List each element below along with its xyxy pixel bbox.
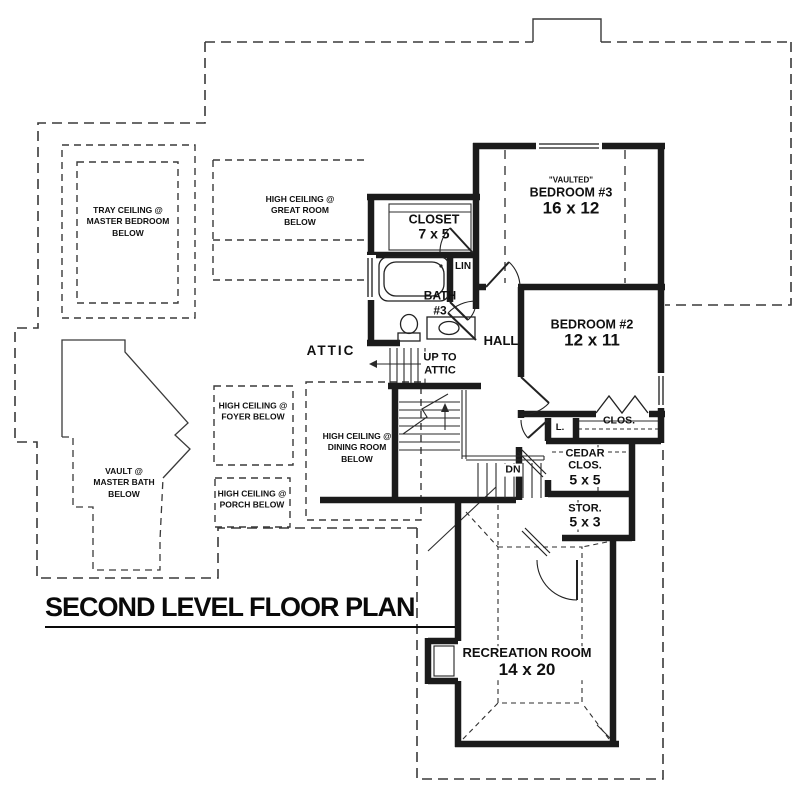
attic-label: ATTIC (306, 342, 356, 358)
dn-label: DN (503, 463, 523, 477)
clos-label: CLOS. (602, 414, 636, 427)
up-to-attic-label: UP TO ATTIC (421, 351, 459, 379)
bedroom2-window (658, 376, 664, 405)
foyer-ceiling-box (213, 385, 294, 466)
closet-shelf (388, 203, 472, 251)
roof-outline (14, 41, 792, 780)
bathtub (378, 256, 450, 302)
recreation-tray-ceiling (462, 511, 610, 740)
closet-door (449, 227, 474, 254)
ceiling-note-boxes (61, 144, 422, 528)
note-dining: HIGH CEILING @ DINING ROOM BELOW (322, 430, 392, 464)
lin-label: LIN (454, 260, 472, 272)
attic-stair-treads (389, 348, 426, 383)
tub-faucet (439, 264, 443, 268)
note-tray-ceiling: TRAY CEILING @ MASTER BEDROOM BELOW (86, 204, 170, 238)
cedar-closet-label: CEDAR CLOS. 5 x 5 (563, 447, 607, 487)
note-master-bath-vault: VAULT @ MASTER BATH BELOW (93, 465, 155, 499)
fixtures (378, 256, 476, 677)
vault-solid-edge (61, 339, 191, 479)
linen2-door (527, 419, 549, 439)
roof-dormer-notch (532, 18, 602, 42)
vault-dashed-edge (62, 436, 164, 571)
clos-bifold-doors (595, 394, 649, 415)
page-title: SECOND LEVEL FLOOR PLAN (45, 592, 416, 622)
bathtub-inner (383, 261, 445, 297)
stairs (369, 348, 545, 498)
bath-window (367, 258, 373, 297)
stor-door (521, 527, 551, 557)
stair-lower-treads (477, 463, 542, 498)
hall-label: HALL (483, 333, 519, 349)
bedroom3-door (485, 261, 510, 288)
dining-ceiling-box (305, 381, 422, 521)
bedroom3-window (539, 143, 599, 149)
bath3-label: BATH #3 (423, 288, 457, 317)
great-room-ceiling-lines (212, 159, 368, 281)
toilet-bowl (399, 313, 419, 335)
closet-label: CLOSET 7 x 5 (408, 212, 460, 242)
recreation-label: RECREATION ROOM 14 x 20 (460, 645, 594, 680)
porch-ceiling-box (214, 477, 291, 528)
toilet-tank (397, 332, 421, 342)
bedroom3-label: "VAULTED" BEDROOM #3 16 x 12 (529, 175, 613, 218)
linen2-label: L. (555, 422, 565, 434)
vanity-sink (438, 320, 460, 336)
note-porch: HIGH CEILING @ PORCH BELOW (217, 488, 287, 510)
note-foyer: HIGH CEILING @ FOYER BELOW (218, 400, 288, 422)
doors (439, 227, 649, 601)
master-bath-vault-shape (61, 339, 191, 571)
stair-up-arrowhead (441, 403, 449, 412)
stair-break-line (402, 393, 449, 435)
tray-ceiling-box-inner (76, 161, 179, 304)
bedroom2-label: BEDROOM #2 12 x 11 (550, 317, 634, 350)
stair-roof-diagonal (427, 486, 497, 552)
bedroom3-vault-lines (504, 150, 626, 283)
windows (365, 140, 667, 408)
bedroom2-door (520, 376, 550, 404)
title-underline (45, 626, 455, 628)
stair-railing (461, 390, 545, 461)
note-great-room: HIGH CEILING @ GREAT ROOM BELOW (265, 193, 335, 227)
stair-upper-treads (399, 401, 460, 451)
tray-ceiling-box-outer (61, 144, 196, 319)
attic-arrowhead (369, 360, 377, 368)
stor-label: STOR. 5 x 3 (566, 502, 604, 530)
fireplace-inner (433, 645, 455, 677)
vanity (426, 316, 476, 340)
